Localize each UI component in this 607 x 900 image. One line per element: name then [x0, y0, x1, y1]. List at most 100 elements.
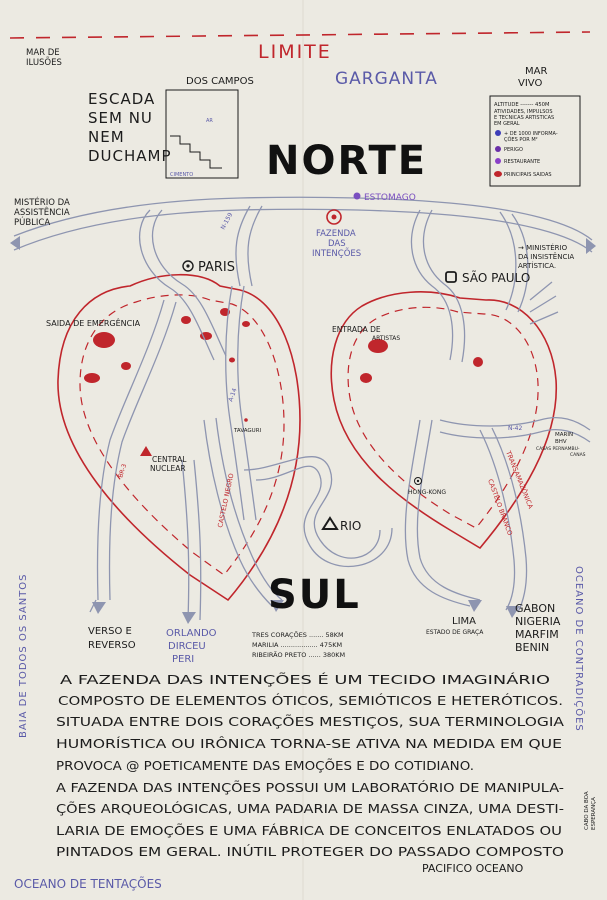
mar-de-ilusoes-line2: ILUSÕES	[26, 56, 62, 68]
gabon-line1: GABON	[515, 602, 555, 615]
rio-triangle-icon	[321, 516, 339, 530]
legend-line1: ATIVIDADES, IMPULSOS	[494, 109, 553, 115]
legend-line2: E TECNICAS ARTISTICAS	[494, 115, 554, 121]
norte-label: NORTE	[266, 138, 427, 184]
legend-altitude: ALTITUDE ------- 450M	[494, 102, 549, 108]
estomago-label: ESTOMAGO	[364, 193, 416, 203]
legend-item1-label: + DE 1000 INFORMA-	[504, 131, 558, 137]
gabon-line2: NIGERIA	[515, 615, 561, 628]
purple-dot-icon	[495, 146, 501, 152]
cabo-line1: CABO DA BOA	[584, 791, 590, 830]
escada-line2: SEM NU	[88, 109, 153, 127]
orlando-line2: DIRCEU	[168, 641, 206, 652]
marin-line4: CANAS	[570, 452, 586, 458]
legend-item1-label2: ÇÕES POR M²	[504, 136, 538, 143]
distance-line2: MARILIA .................. 475KM	[252, 641, 342, 649]
red-exit-spots	[84, 308, 483, 383]
central-nuclear-line2: NUCLEAR	[150, 464, 186, 473]
violet-dot-icon	[495, 158, 501, 164]
saida-emergencia-label: SAIDA DE EMERGÊNCIA	[46, 317, 141, 328]
misterio-line2: ASSISTÊNCIA	[14, 206, 70, 218]
text-line-2: COMPOSTO DE ELEMENTOS ÓTICOS, SEMIÓTICOS…	[58, 693, 563, 708]
entrada-artistas-line1: ENTRADA DE	[332, 325, 381, 334]
text-line-5: PROVOCA @ POETICAMENTE DAS EMOÇÕES E DO …	[56, 758, 474, 773]
pacifico-label: PACIFICO OCEANO	[422, 862, 524, 875]
limite-label: LIMITE	[258, 41, 332, 63]
road-n159-label: N-159	[220, 212, 235, 231]
sul-label: SUL	[268, 572, 361, 618]
legend-item4-label: PRINCIPAIS SAIDAS	[504, 172, 552, 178]
ministerio-line1: → MINISTÉRIO	[518, 243, 568, 252]
stairs-cimento-label: CIMENTO	[170, 172, 193, 178]
mar-vivo-line1: MAR	[525, 66, 547, 77]
left-heart	[57, 273, 301, 602]
lima-label: LIMA	[452, 616, 476, 627]
baia-label: BAIA DE TODOS OS SANTOS	[18, 573, 29, 738]
fazenda-target-icon	[326, 209, 342, 225]
oceano-contradicoes-label: OCEANO DE CONTRADIÇÕES	[573, 566, 586, 732]
sao-paulo-label: SÃO PAULO	[462, 270, 530, 285]
stairs-ar-label: AR	[206, 118, 213, 124]
text-line-1: A FAZENDA DAS INTENÇÕES É UM TECIDO IMAG…	[60, 672, 550, 687]
legend-line3: EM GERAL	[494, 121, 520, 127]
mar-vivo-line2: VIVO	[518, 78, 542, 89]
hong-kong-label: HONG-KONG	[408, 489, 446, 496]
central-nuclear-line1: CENTRAL	[152, 455, 187, 464]
text-line-9: PINTADOS EM GERAL. INÚTIL PROTEGER DO PA…	[56, 844, 564, 859]
hong-kong-city-icon	[414, 477, 422, 485]
marin-line1: MARIN	[555, 432, 573, 438]
fazenda-line2: DAS	[328, 239, 346, 249]
rio-label: RIO	[340, 519, 361, 533]
manifesto-text: A FAZENDA DAS INTENÇÕES É UM TECIDO IMAG…	[56, 672, 564, 859]
orlando-line1: ORLANDO	[166, 628, 217, 639]
blue-dot-icon	[495, 130, 501, 136]
stairs-box: AR CIMENTO	[165, 89, 239, 179]
sao-paulo-square-icon	[445, 271, 457, 283]
paris-label: PARIS	[198, 260, 235, 275]
gabon-line3: MARFIM	[515, 628, 559, 641]
marin-line2: BHV	[555, 439, 567, 445]
cabo-line2: ESPERANÇA	[591, 797, 597, 830]
verso-line1: VERSO E	[88, 626, 132, 637]
tavaguri-label: TAVAGURI	[233, 428, 262, 434]
paris-city-icon	[182, 260, 194, 272]
distance-line3: RIBEIRÃO PRETO ...... 380KM	[252, 650, 345, 659]
escada-line1: ESCADA	[88, 90, 155, 108]
mar-de-ilusoes-line1: MAR DE	[26, 48, 60, 58]
orlando-line3: PERI	[172, 654, 194, 665]
red-oval-icon	[494, 171, 502, 177]
roads	[13, 196, 593, 621]
estomago-dot-icon	[353, 192, 361, 200]
misterio-line3: PÚBLICA	[14, 216, 50, 228]
text-line-3: SITUADA ENTRE DOIS CORAÇÕES MESTIÇOS, SU…	[56, 714, 564, 729]
road-arrows	[10, 236, 596, 624]
marin-line3: CASAS PERNAMBU-	[536, 446, 580, 452]
lima-sublabel: ESTADO DE GRAÇA	[426, 629, 484, 636]
fazenda-line3: INTENÇÕES	[312, 247, 361, 259]
legend-item3-label: RESTAURANTE	[504, 159, 540, 165]
text-line-7: ÇÕES ARQUEOLÓGICAS, UMA PADARIA DE MASSA…	[56, 801, 564, 816]
dos-campos-label: DOS CAMPOS	[186, 76, 254, 87]
road-br3-label: BR-3	[117, 463, 128, 479]
garganta-label: GARGANTA	[335, 69, 438, 89]
text-line-6: A FAZENDA DAS INTENÇÕES POSSUI UM LABORA…	[56, 780, 564, 795]
oceano-tentacoes-label: OCEANO DE TENTAÇÕES	[14, 876, 162, 891]
text-line-4: HUMORÍSTICA OU IRÔNICA TORNA-SE ATIVA NA…	[56, 736, 562, 751]
fazenda-line1: FAZENDA	[316, 229, 356, 239]
road-a14-label: A-14	[227, 387, 238, 403]
road-n42-label: N-42	[508, 425, 522, 432]
legend-item2-label: PERIGO	[504, 147, 523, 153]
escada-line3: NEM	[88, 128, 125, 146]
misterio-line1: MISTÉRIO DA	[14, 196, 70, 208]
gabon-line4: BENIN	[515, 641, 549, 654]
distance-line1: TRES CORAÇÕES ....... 58KM	[251, 630, 344, 639]
tavaguri-dot-icon	[244, 418, 248, 422]
road-castelo-branco-label: CASTELO BRANCO	[486, 478, 514, 537]
central-nuclear-triangle-icon	[140, 446, 152, 456]
text-line-8: LARIA DE EMOÇÕES E UMA FÁBRICA DE CONCEI…	[56, 823, 562, 838]
entrada-artistas-line2: ARTISTAS	[372, 335, 400, 342]
escada-line4: DUCHAMP	[88, 147, 172, 165]
legend: ALTITUDE ------- 450M ATIVIDADES, IMPULS…	[489, 95, 581, 187]
